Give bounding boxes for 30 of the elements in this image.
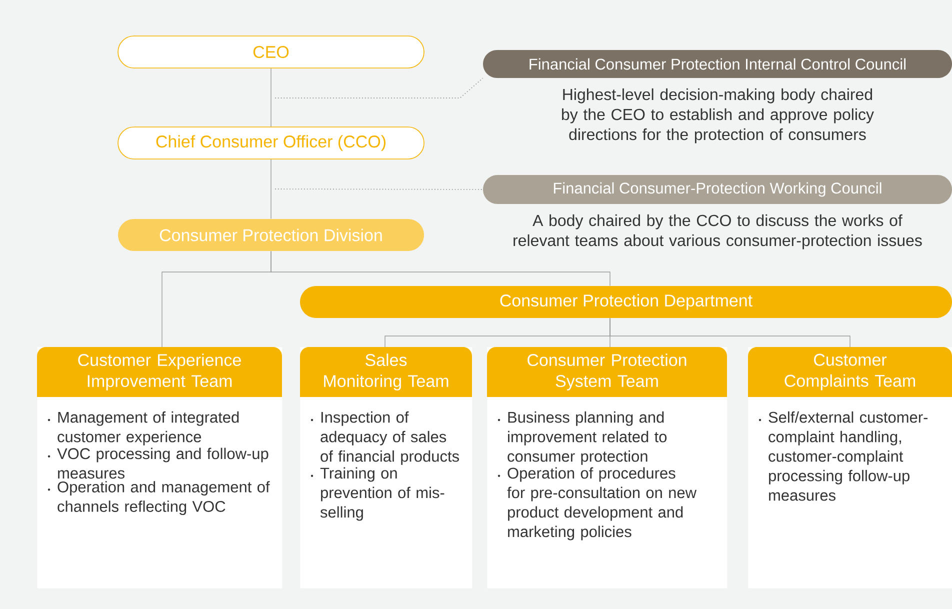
bullet-item: Operation of procedures for pre-consultation on new product development and marketing policies [498,467,697,540]
connector-line [270,250,610,286]
team-card [487,347,728,588]
team-heading: Sales Monitoring Team [300,347,472,397]
description-text: A body chaired by the CCO to discuss the works of relevant teams about various consumer-protection issues [514,214,922,250]
org-box: Consumer Protection Division [118,219,424,251]
connector-line [274,78,484,98]
connector-line [270,159,272,220]
org-box: Chief Consumer Officer (CCO) [118,126,424,160]
council-box: Financial Consumer-Protection Working Council [483,175,952,204]
team-heading: Customer Complaints Team [748,347,952,397]
bullet-item: Operation and management of channels reflecting VOC [48,481,270,516]
department-box: Consumer Protection Department [300,286,952,318]
team-card [300,347,472,588]
team-heading: Consumer Protection System Team [487,347,727,397]
bullet-item: Inspection of adequacy of sales of financial products [310,411,459,465]
connector-line [270,68,272,127]
connector-line [610,318,850,348]
bullet-item: Training on prevention of mis-selling [310,467,444,521]
connector-line [274,188,484,190]
bullet-item: Self/external customer-complaint handling, customer-complaint processing follow-up measures [758,411,928,501]
bullet-item: Business planning and improvement related to consumer protection [498,411,667,465]
team-card [37,347,282,588]
bullet-item: Management of integrated customer experience [48,411,239,446]
org-box: CEO [118,36,424,68]
council-box: Financial Consumer Protection Internal Control Council [483,50,952,78]
team-card [748,347,952,588]
team-heading: Customer Experience Improvement Team [37,347,282,397]
bullet-item: VOC processing and follow-up measures [48,448,268,479]
description-text: Highest-level decision-making body chaired by the CEO to establish and approve policy directions for the protection of consumers [562,88,874,144]
